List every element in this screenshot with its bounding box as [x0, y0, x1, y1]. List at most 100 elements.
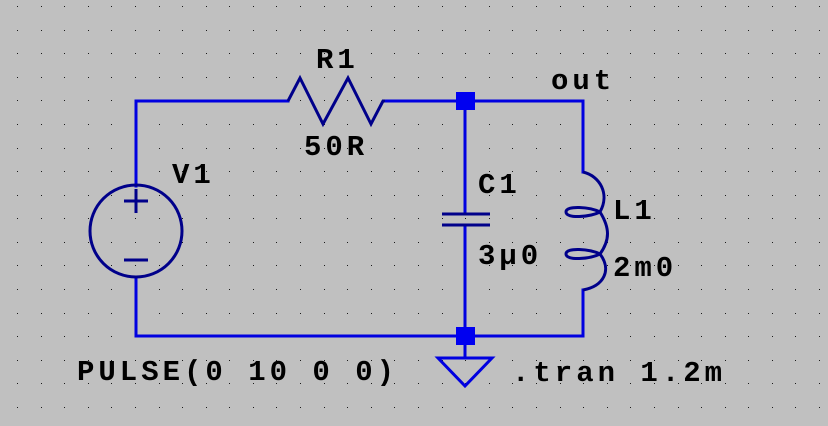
grid-dot: [88, 407, 89, 408]
voltage-source-v1[interactable]: [88, 183, 184, 279]
grid-dot: [229, 360, 230, 361]
grid-dot: [772, 289, 773, 290]
grid-dot: [772, 100, 773, 101]
grid-dot: [324, 77, 325, 78]
grid-dot: [88, 242, 89, 243]
grid-dot: [206, 171, 207, 172]
grid-dot: [795, 407, 796, 408]
grid-dot: [795, 77, 796, 78]
grid-dot: [206, 6, 207, 7]
grid-dot: [630, 383, 631, 384]
grid-dot: [276, 171, 277, 172]
junction-node-ground[interactable]: [456, 327, 475, 345]
grid-dot: [276, 313, 277, 314]
grid-dot: [64, 289, 65, 290]
grid-dot: [465, 218, 466, 219]
grid-dot: [206, 53, 207, 54]
grid-dot: [182, 242, 183, 243]
grid-dot: [418, 171, 419, 172]
c1-name-label[interactable]: C1: [478, 169, 521, 202]
grid-dot: [159, 171, 160, 172]
grid-dot: [607, 289, 608, 290]
inductor-l1[interactable]: [564, 170, 609, 292]
grid-dot: [748, 289, 749, 290]
grid-dot: [64, 313, 65, 314]
grid-dot: [300, 289, 301, 290]
grid-dot: [17, 383, 18, 384]
grid-dot: [701, 100, 702, 101]
grid-dot: [182, 265, 183, 266]
voltage-source-circle-icon: [88, 183, 184, 279]
grid-dot: [111, 6, 112, 7]
grid-dot: [465, 30, 466, 31]
grid-dot: [324, 148, 325, 149]
grid-dot: [819, 195, 820, 196]
ground-symbol[interactable]: [434, 345, 496, 389]
grid-dot: [678, 360, 679, 361]
grid-dot: [819, 124, 820, 125]
grid-dot: [88, 336, 89, 337]
r1-value-label[interactable]: 50R: [304, 131, 368, 164]
wire-v1-top-to-r1[interactable]: [134, 99, 290, 188]
grid-dot: [276, 53, 277, 54]
grid-dot: [583, 53, 584, 54]
grid-dot: [725, 383, 726, 384]
grid-dot: [819, 77, 820, 78]
grid-dot: [772, 383, 773, 384]
grid-dot: [253, 30, 254, 31]
grid-dot: [418, 124, 419, 125]
grid-dot: [111, 313, 112, 314]
grid-dot: [654, 289, 655, 290]
grid-dot: [772, 171, 773, 172]
resistor-r1[interactable]: [286, 74, 385, 128]
grid-dot: [276, 77, 277, 78]
grid-dot: [701, 195, 702, 196]
grid-dot: [819, 6, 820, 7]
grid-dot: [725, 195, 726, 196]
c1-value-label[interactable]: 3µ0: [478, 240, 542, 273]
grid-dot: [560, 30, 561, 31]
grid-dot: [795, 336, 796, 337]
grid-dot: [560, 148, 561, 149]
junction-node-out[interactable]: [456, 92, 475, 110]
grid-dot: [607, 360, 608, 361]
grid-dot: [725, 242, 726, 243]
grid-dot: [253, 124, 254, 125]
grid-dot: [253, 171, 254, 172]
v1-name-label[interactable]: V1: [172, 159, 215, 192]
grid-dot: [748, 148, 749, 149]
tran-directive[interactable]: .tran 1.2m: [512, 357, 726, 390]
grid-dot: [371, 77, 372, 78]
grid-dot: [701, 336, 702, 337]
wire-l1-to-bottom[interactable]: [134, 276, 585, 338]
grid-dot: [229, 218, 230, 219]
grid-dot: [607, 336, 608, 337]
grid-dot: [795, 30, 796, 31]
grid-dot: [17, 53, 18, 54]
grid-dot: [182, 6, 183, 7]
grid-dot: [347, 148, 348, 149]
grid-dot: [654, 242, 655, 243]
grid-dot: [678, 383, 679, 384]
l1-value-label[interactable]: 2m0: [613, 252, 677, 285]
grid-dot: [795, 289, 796, 290]
net-label-out[interactable]: out: [551, 65, 615, 98]
grid-dot: [772, 218, 773, 219]
wire-r1-to-out[interactable]: [383, 99, 585, 174]
capacitor-c1[interactable]: [442, 212, 490, 227]
r1-name-label[interactable]: R1: [316, 44, 359, 77]
grid-dot: [64, 383, 65, 384]
grid-dot: [748, 100, 749, 101]
grid-dot: [654, 100, 655, 101]
grid-dot: [17, 218, 18, 219]
grid-dot: [64, 100, 65, 101]
grid-dot: [182, 313, 183, 314]
l1-name-label[interactable]: L1: [613, 195, 656, 228]
grid-dot: [678, 218, 679, 219]
grid-dot: [560, 171, 561, 172]
grid-dot: [347, 171, 348, 172]
grid-dot: [347, 265, 348, 266]
grid-dot: [41, 148, 42, 149]
v1-value-label[interactable]: PULSE(0 10 0 0): [77, 356, 398, 389]
